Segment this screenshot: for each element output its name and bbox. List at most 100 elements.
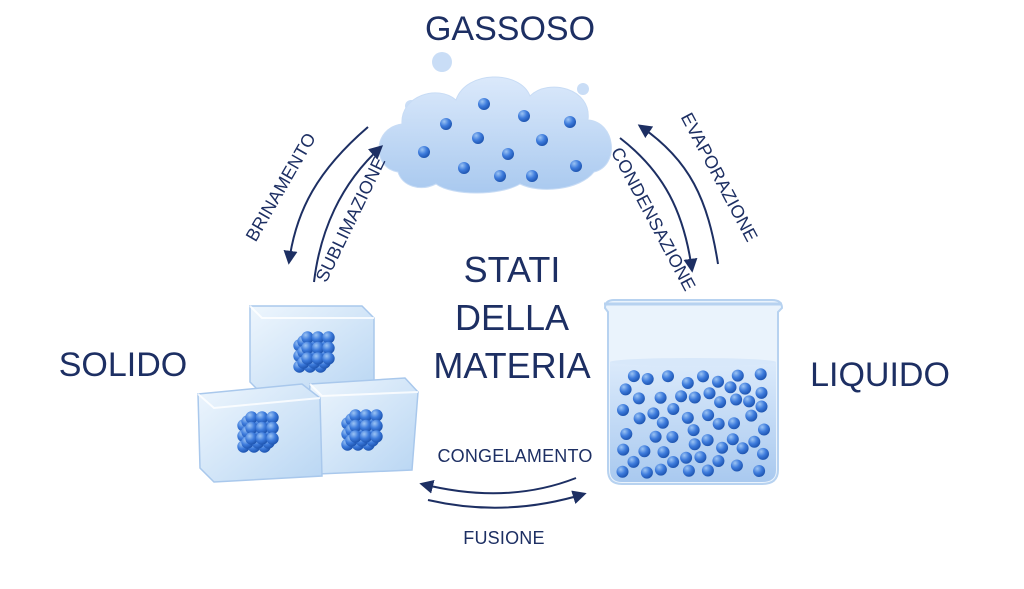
liquid-particle xyxy=(688,438,701,451)
liquid-particle xyxy=(657,446,670,459)
solid-particle xyxy=(359,430,373,443)
liquid-particle xyxy=(649,430,662,443)
liquid-particle xyxy=(736,442,749,455)
solid-particle xyxy=(255,421,269,435)
gas-particle xyxy=(418,146,430,158)
ice-cube-left xyxy=(197,383,323,483)
ice-cube-right-particles xyxy=(341,409,383,451)
liquid-particle xyxy=(617,404,629,416)
liquid-particle xyxy=(647,407,660,420)
liquid-particle xyxy=(755,400,768,413)
liquid-particle xyxy=(682,464,695,477)
liquid-particle xyxy=(680,451,693,464)
liquid-particle xyxy=(640,466,653,479)
gas-particle xyxy=(570,160,582,172)
liquid-particle xyxy=(627,455,640,468)
freezing-label: CONGELAMENTO xyxy=(437,446,592,466)
ice-cube-right xyxy=(305,377,419,475)
solid-particle xyxy=(245,432,258,445)
liquid-particle xyxy=(739,382,752,395)
solid-particle xyxy=(359,419,373,433)
gas-particle xyxy=(472,132,484,144)
melting-label: FUSIONE xyxy=(463,528,544,548)
liquid-particle xyxy=(617,443,630,456)
solid-particle xyxy=(245,421,258,435)
liquid-particle xyxy=(633,412,646,425)
liquid-particle xyxy=(726,433,739,446)
liquid-particle xyxy=(616,465,629,478)
liquid-particle xyxy=(687,424,700,437)
solid-particle xyxy=(322,331,335,344)
liquid-state-label: LIQUIDO xyxy=(810,356,950,394)
liquid-particle xyxy=(748,435,761,448)
solid-particle xyxy=(349,409,362,422)
deposition-arrow xyxy=(283,126,369,265)
condensation-arrow xyxy=(619,137,698,273)
gas-particle xyxy=(478,98,490,110)
gas-particle xyxy=(440,118,452,130)
solid-particle xyxy=(370,409,383,422)
liquid-particle xyxy=(701,464,714,477)
solid-particle xyxy=(301,341,314,355)
liquid-particle xyxy=(714,396,727,409)
liquid-particle xyxy=(702,409,715,422)
liquid-particle xyxy=(757,447,769,460)
ice-cube-top-particles xyxy=(293,331,335,373)
liquid-particle xyxy=(712,417,725,430)
center-title-line-3: MATERIA xyxy=(433,345,590,386)
liquid-particle xyxy=(758,423,770,436)
gas-particles xyxy=(418,98,582,182)
liquid-particle xyxy=(743,395,756,408)
liquid-particle xyxy=(675,390,688,403)
solid-particle xyxy=(301,352,314,365)
liquid-particle xyxy=(662,370,674,383)
liquid-particle xyxy=(667,403,680,415)
liquid-particle xyxy=(620,428,633,440)
liquid-particle xyxy=(681,411,694,424)
liquid-particle xyxy=(731,369,744,382)
liquid-particle xyxy=(703,387,716,400)
liquid-particles xyxy=(616,368,770,479)
liquid-particle xyxy=(730,393,743,406)
solid-particle xyxy=(301,331,314,344)
gas-particle xyxy=(494,170,506,182)
liquid-particle xyxy=(697,370,709,383)
center-title-line-2: DELLA xyxy=(455,297,569,338)
liquid-particle xyxy=(666,431,679,443)
liquid-particle xyxy=(730,459,743,472)
ice-cube-top xyxy=(249,305,375,395)
deposition-label: BRINAMENTO xyxy=(242,129,320,244)
ice-cube-left-particles xyxy=(237,411,279,453)
liquid-particle xyxy=(654,391,667,404)
melting-arrow xyxy=(427,490,587,509)
gas-state-label: GASSOSO xyxy=(425,10,595,48)
liquid-particle xyxy=(681,377,694,389)
liquid-particle xyxy=(724,381,737,394)
solid-particle xyxy=(322,352,335,365)
solid-particle xyxy=(311,331,325,344)
solid-particle xyxy=(349,430,362,443)
liquid-particle xyxy=(701,434,714,447)
condensation-label: CONDENSAZIONE xyxy=(607,144,700,294)
center-title-line-1: STATI xyxy=(464,249,561,290)
liquid-particle xyxy=(755,386,768,399)
solid-particle xyxy=(311,341,325,355)
solid-particle xyxy=(370,430,383,443)
liquid-particle xyxy=(627,370,640,383)
ice-cubes-icon xyxy=(197,305,419,483)
liquid-particle xyxy=(638,445,651,458)
liquid-particle xyxy=(745,409,758,422)
liquid-particle xyxy=(716,441,729,454)
liquid-particle xyxy=(656,416,669,429)
liquid-particle xyxy=(712,455,725,467)
gas-particle xyxy=(502,148,514,160)
liquid-particle xyxy=(632,392,645,405)
solid-particle xyxy=(359,409,373,422)
beaker-icon xyxy=(603,299,784,485)
liquid-particle xyxy=(754,368,767,381)
gas-particle xyxy=(536,134,548,146)
gas-particle xyxy=(458,162,470,174)
solid-particle xyxy=(255,411,269,424)
gas-particle xyxy=(518,110,530,122)
freezing-arrow xyxy=(419,477,577,495)
